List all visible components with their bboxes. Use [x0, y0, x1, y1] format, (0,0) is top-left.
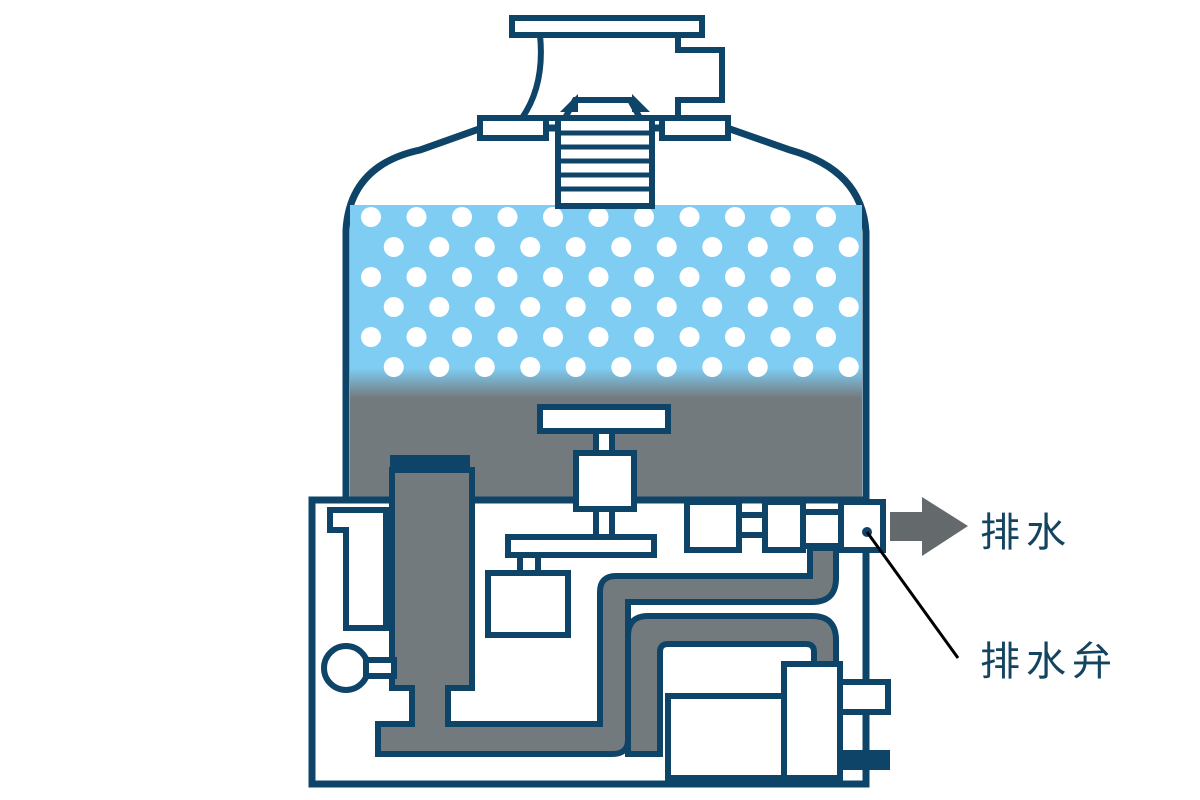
bubble — [679, 327, 700, 347]
drain-box-2 — [762, 499, 806, 553]
bubble — [702, 237, 723, 257]
lower-stem — [593, 506, 615, 540]
top-column-rungs — [558, 130, 652, 192]
bubble — [406, 327, 427, 347]
center-block — [573, 450, 637, 512]
bubble — [816, 267, 836, 287]
bubble — [656, 357, 677, 377]
bubble — [725, 327, 745, 347]
pump-base — [665, 693, 787, 781]
bubble — [770, 207, 791, 227]
bubble — [429, 237, 450, 257]
bubble — [702, 297, 723, 317]
drain-arrow — [890, 497, 968, 556]
drain-valve — [838, 499, 886, 553]
bubble — [656, 237, 677, 257]
bubble — [725, 207, 745, 227]
bubble — [588, 267, 609, 287]
bubble — [452, 267, 472, 287]
water-bubbles — [361, 207, 859, 377]
bubble — [793, 237, 814, 257]
bubble — [497, 207, 518, 227]
upper-plate — [537, 404, 671, 434]
bubble — [588, 327, 609, 347]
bubble — [838, 357, 859, 377]
bubble — [497, 327, 518, 347]
bubble — [497, 267, 518, 287]
bubble — [474, 297, 495, 317]
drain-coupler-2 — [800, 509, 844, 549]
lower-box — [485, 570, 571, 638]
upper-stem — [593, 428, 615, 456]
bubble — [770, 327, 791, 347]
top-lug-left — [477, 115, 549, 141]
bubble — [520, 357, 541, 377]
bubble — [816, 327, 836, 347]
riser-cap — [390, 455, 470, 473]
bubble — [588, 207, 609, 227]
bubble — [838, 237, 859, 257]
lower-plate — [505, 534, 657, 558]
drain-box-1 — [684, 499, 742, 553]
bubble — [452, 207, 472, 227]
bubble — [383, 237, 404, 257]
bubble — [565, 357, 586, 377]
pump-stub — [840, 750, 890, 770]
bubble — [634, 327, 654, 347]
bubble — [634, 207, 654, 227]
bubble — [520, 297, 541, 317]
bubble — [429, 357, 450, 377]
top-flange — [509, 15, 705, 38]
left-gauge-stem — [363, 657, 397, 679]
bubble — [679, 207, 700, 227]
bubble — [747, 357, 768, 377]
left-gauge — [321, 643, 371, 693]
bubble — [452, 327, 472, 347]
bubble — [361, 267, 381, 287]
left-riser-pipe — [375, 467, 839, 757]
bubble — [816, 207, 836, 227]
bubble — [406, 207, 427, 227]
bubble — [383, 297, 404, 317]
bubble — [611, 297, 632, 317]
bubble — [725, 267, 745, 287]
bubble — [543, 207, 563, 227]
bubble — [543, 267, 563, 287]
drain-valve-label: 排水弁 — [980, 639, 1118, 685]
bubble — [361, 207, 381, 227]
bubble — [543, 327, 563, 347]
bubble — [406, 267, 427, 287]
bubble — [793, 297, 814, 317]
drain-valve-leader — [865, 531, 960, 659]
pump-body — [781, 661, 843, 781]
pump-outlet — [837, 679, 891, 715]
left-side-bracket — [327, 507, 389, 631]
drain-label: 排水 — [980, 510, 1072, 556]
bubble — [565, 237, 586, 257]
bubble — [679, 267, 700, 287]
top-pipe-elbow — [516, 32, 725, 121]
bubble — [474, 357, 495, 377]
bubble — [702, 357, 723, 377]
bubble — [770, 267, 791, 287]
bubble — [429, 297, 450, 317]
bubble — [565, 297, 586, 317]
bubble — [520, 237, 541, 257]
bubble — [793, 357, 814, 377]
top-lug-right — [659, 115, 731, 141]
bubble — [611, 357, 632, 377]
bubble — [611, 237, 632, 257]
bubble — [747, 297, 768, 317]
bubble — [474, 237, 495, 257]
top-arrow-right — [632, 94, 650, 112]
bubble — [383, 357, 404, 377]
bubble — [838, 297, 859, 317]
bubble — [361, 327, 381, 347]
bubble — [634, 267, 654, 287]
drain-coupler-1 — [736, 512, 768, 538]
bubble — [656, 297, 677, 317]
bubble — [747, 237, 768, 257]
top-arrow-left — [560, 94, 578, 112]
